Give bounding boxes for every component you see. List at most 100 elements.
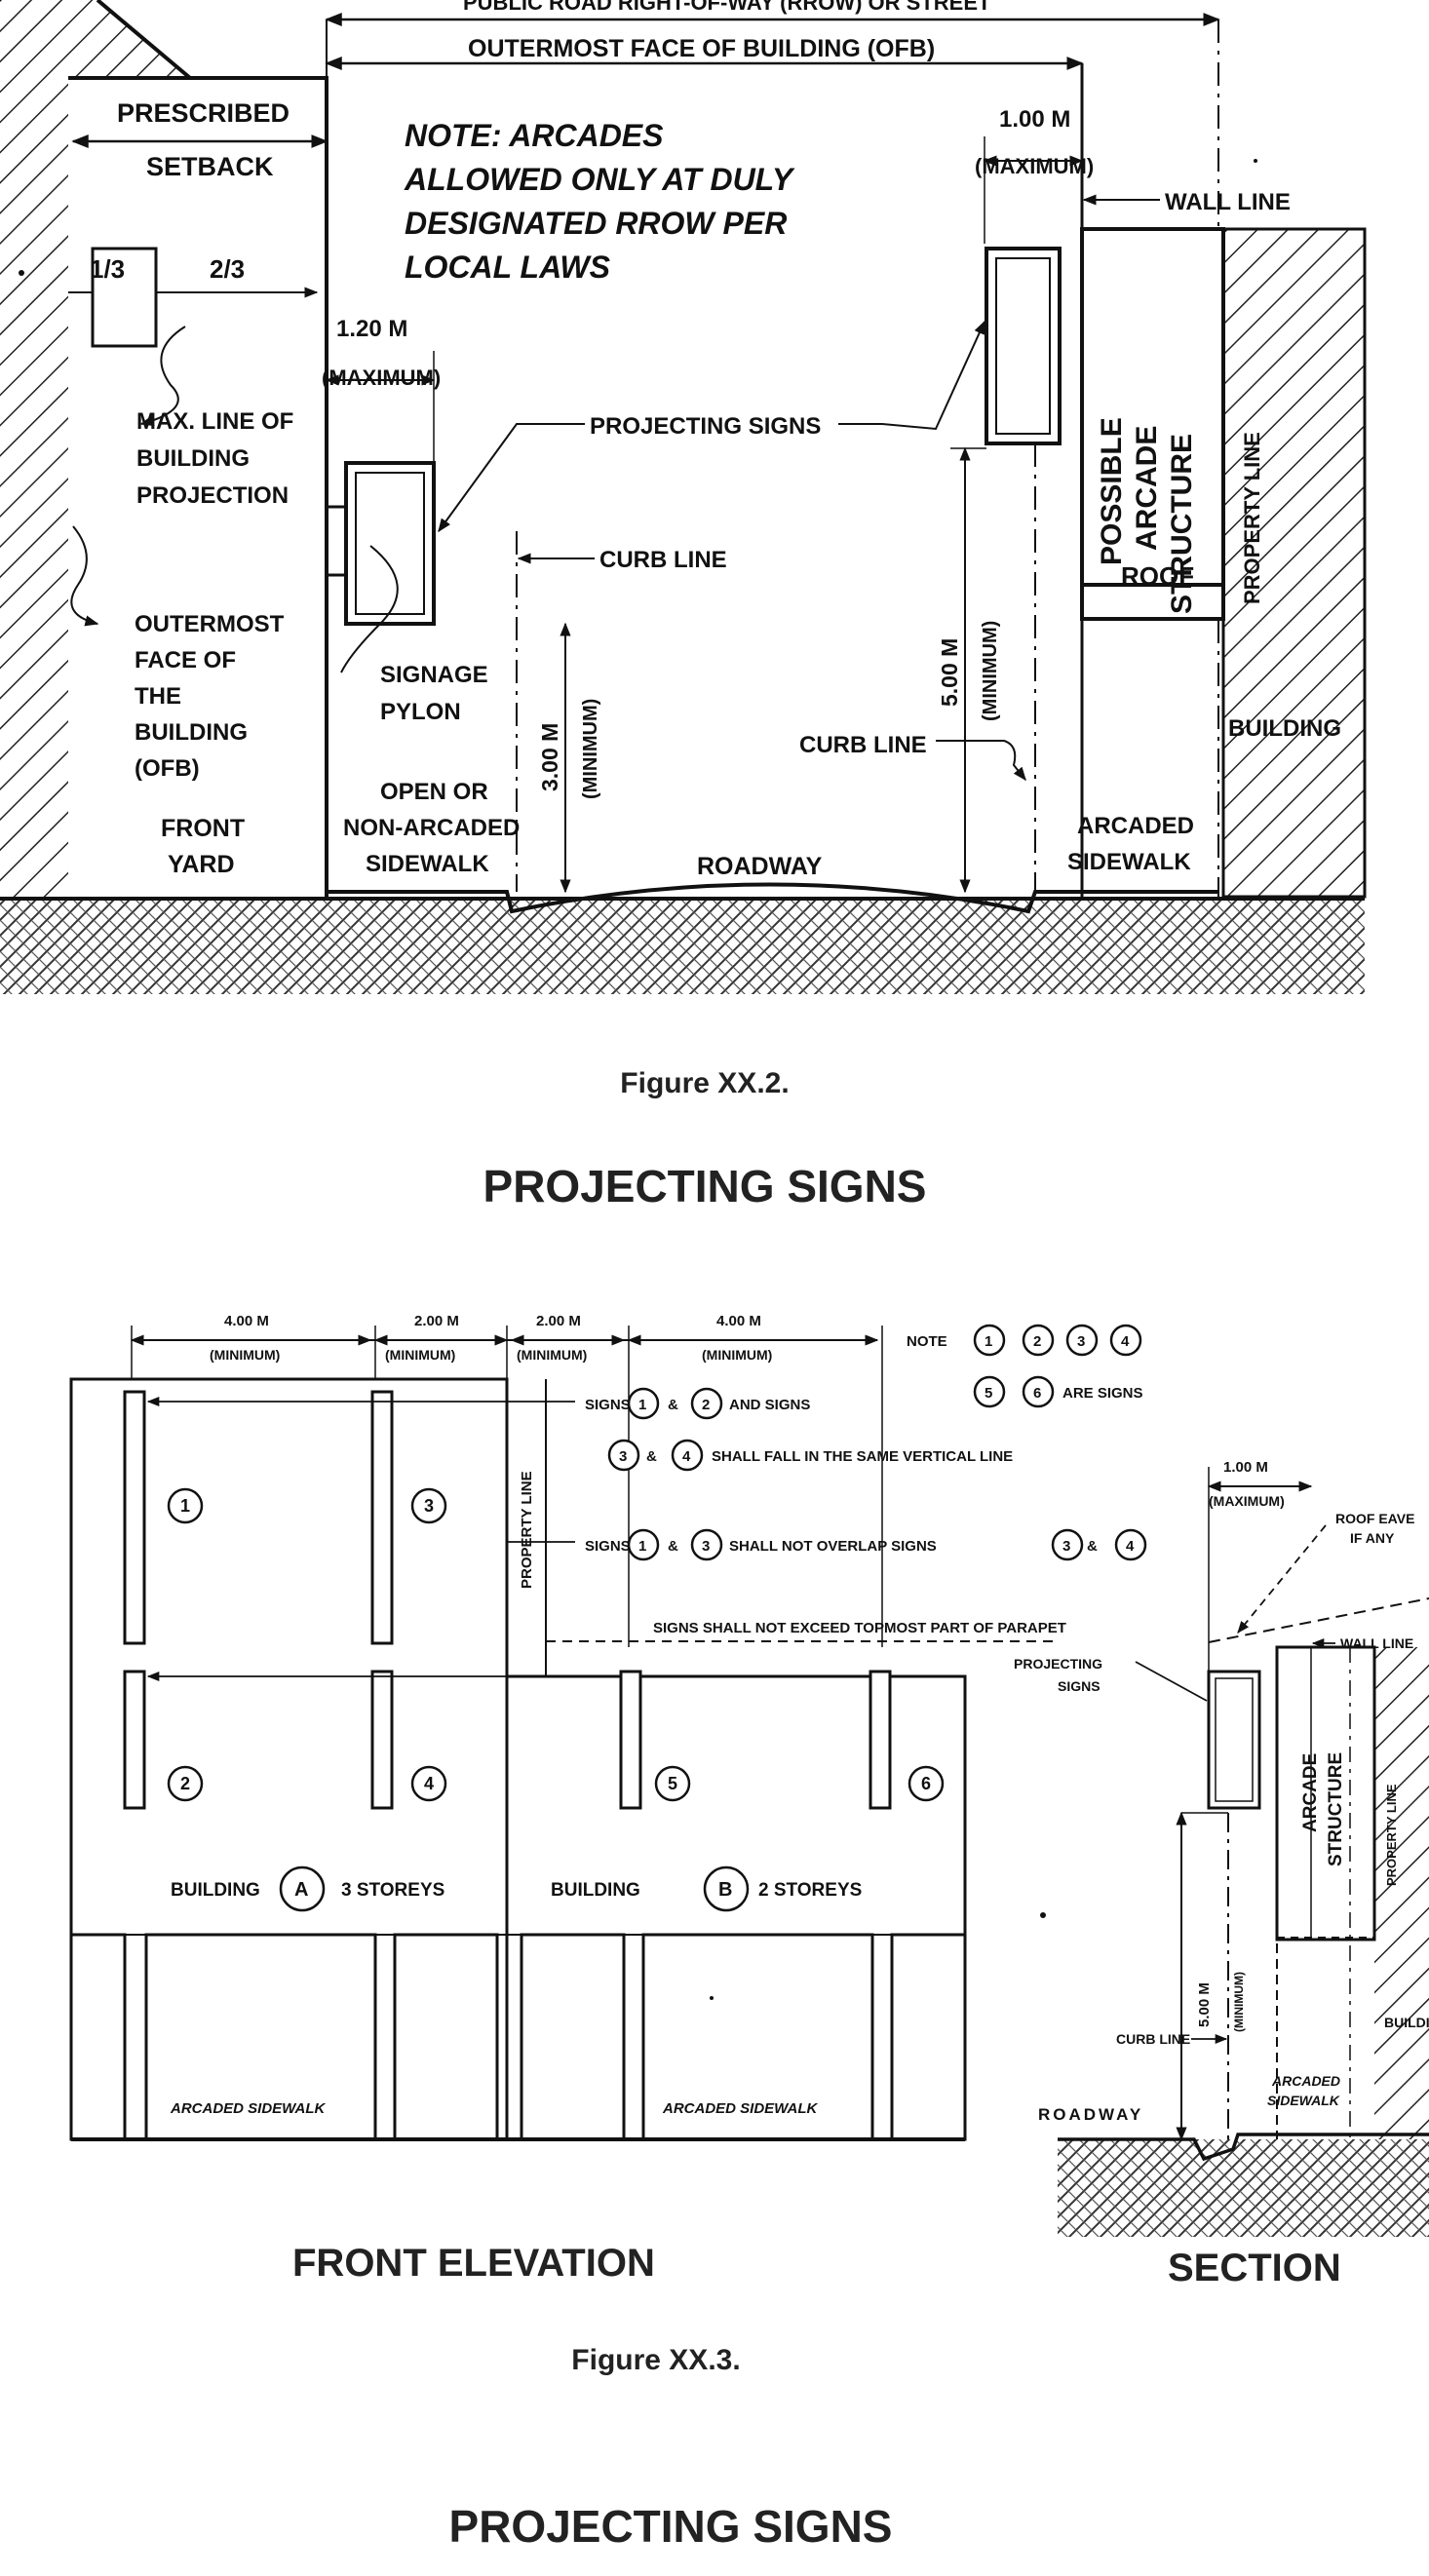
sign-number-circles [167, 1324, 1147, 1912]
section-arcade: ARCADE [1300, 1753, 1321, 1832]
rrow-label: PUBLIC ROAD RIGHT-OF-WAY (RROW) OR STREE… [463, 0, 991, 15]
note-line-3: DESIGNATED RROW PER [405, 206, 787, 241]
same-vertical: SHALL FALL IN THE SAME VERTICAL LINE [712, 1448, 1013, 1465]
section-structure: STRUCTURE [1326, 1752, 1346, 1866]
roof-eave: ROOF EAVE [1335, 1511, 1414, 1526]
max-line-1: MAX. LINE OF [136, 408, 293, 435]
ofb-left-1: OUTERMOST [135, 611, 285, 637]
section-arcaded: ARCADED [1271, 2073, 1340, 2089]
arcaded-2: SIDEWALK [1067, 849, 1191, 875]
section-signs: SIGNS [1058, 1678, 1101, 1694]
front-yard-1: FRONT [161, 815, 245, 842]
structure-label: STRUCTURE [1166, 434, 1198, 614]
arcade-openings [69, 1933, 967, 2141]
right-projecting-sign [985, 247, 1062, 445]
section-ground [1058, 2139, 1429, 2237]
rule3-amp-2: & [1087, 1538, 1098, 1555]
arcaded-1: ARCADED [1077, 813, 1194, 839]
section-property-line: PROPERTY LINE [1384, 1784, 1399, 1886]
dim-2: 2.00 M [414, 1313, 459, 1329]
min-3-sub: (MINIMUM) [580, 699, 601, 799]
note-num-5: 5 [985, 1385, 992, 1402]
wall-line-label: WALL LINE [1165, 189, 1291, 215]
rule1-amp: & [668, 1397, 678, 1413]
front-yard-2: YARD [168, 851, 235, 878]
building-a-letter: A [294, 1879, 308, 1901]
section-sign [1207, 1670, 1261, 1810]
ofb-left-4: BUILDING [135, 719, 248, 746]
figure-xx3-diagram: 4.00 M (MINIMUM) 2.00 M (MINIMUM) 2.00 M… [69, 1313, 1429, 2237]
sign-3-label: 3 [424, 1496, 434, 1516]
arcade-label: ARCADE [1131, 426, 1163, 551]
roof-eave-sub: IF ANY [1350, 1530, 1395, 1546]
rule2-amp: & [646, 1448, 657, 1465]
open-sidewalk-2: NON-ARCADED [343, 815, 520, 841]
signage-label: SIGNAGE [380, 662, 488, 688]
ofb-left-5: (OFB) [135, 755, 200, 782]
signs-bars [123, 1390, 892, 1810]
dim-4-sub: (MINIMUM) [702, 1347, 772, 1363]
rule1-num-a: 1 [638, 1397, 646, 1413]
rule3-num-d: 4 [1126, 1538, 1135, 1555]
section-curb-line: CURB LINE [1116, 2031, 1190, 2047]
figure-xx2-caption: Figure XX.2. [620, 1067, 790, 1099]
projecting-signs-label: PROJECTING SIGNS [590, 413, 821, 440]
note-num-4: 4 [1121, 1333, 1130, 1350]
section-sidewalk: SIDEWALK [1267, 2093, 1340, 2108]
rule3-num-a: 1 [638, 1538, 646, 1555]
building-b-word: BUILDING [551, 1880, 640, 1901]
front-elevation-caption: FRONT ELEVATION [292, 2242, 655, 2285]
curb-line-label-2: CURB LINE [799, 732, 927, 758]
dim-4: 4.00 M [716, 1313, 761, 1329]
left-building-hatch [0, 0, 190, 897]
figure-xx2-title: PROJECTING SIGNS [483, 1161, 927, 1211]
section-projecting: PROJECTING [1014, 1656, 1102, 1672]
ofb-top-label: OUTERMOST FACE OF BUILDING (OFB) [468, 35, 935, 62]
min-5-sub: (MINIMUM) [980, 621, 1001, 721]
figure-xx3-caption: Figure XX.3. [571, 2344, 741, 2376]
sign-6-label: 6 [921, 1774, 931, 1793]
one-third-label: 1/3 [90, 254, 125, 284]
and-signs: AND SIGNS [729, 1397, 810, 1413]
note-are-signs: ARE SIGNS [1062, 1385, 1143, 1402]
max-line-2: BUILDING [136, 445, 250, 472]
section-roadway: ROADWAY [1038, 2105, 1143, 2124]
max-line-3: PROJECTION [136, 482, 289, 509]
roof-label: ROOF [1121, 561, 1194, 591]
section-wall-line: WALL LINE [1340, 1635, 1413, 1651]
possible-label: POSSIBLE [1096, 417, 1128, 565]
sign-1-label: 1 [180, 1496, 190, 1516]
max-120-label: 1.20 M [336, 316, 407, 342]
section-max-1m-sub: (MAXIMUM) [1209, 1493, 1285, 1509]
dim-3: 2.00 M [536, 1313, 581, 1329]
projection-box [91, 247, 158, 348]
property-line-label: PROPERTY LINE [1240, 432, 1264, 604]
max-1m-label: 1.00 M [999, 106, 1070, 133]
rule3-amp: & [668, 1538, 678, 1555]
signs-word-2: SIGNS [585, 1538, 631, 1555]
note-line-2: ALLOWED ONLY AT DULY [404, 162, 795, 197]
open-sidewalk-3: SIDEWALK [366, 851, 489, 877]
figure-xx3-title: PROJECTING SIGNS [448, 2501, 893, 2552]
note-line-4: LOCAL LAWS [405, 250, 611, 285]
building-b-letter: B [718, 1879, 732, 1901]
figure-xx2-diagram: PUBLIC ROAD RIGHT-OF-WAY (RROW) OR STREE… [0, 0, 1367, 994]
ground-hatch [0, 899, 1365, 994]
pylon-label: PYLON [380, 699, 461, 725]
min-3-label: 3.00 M [537, 723, 562, 791]
section-building: BUILDING [1384, 2015, 1429, 2030]
dim-1: 4.00 M [224, 1313, 269, 1329]
arcade-structure [1080, 227, 1225, 621]
not-exceed: SIGNS SHALL NOT EXCEED TOPMOST PART OF P… [653, 1620, 1066, 1636]
building-a-storeys: 3 STOREYS [341, 1880, 444, 1901]
rule3-num-c: 3 [1062, 1538, 1070, 1555]
max-120-sub: (MAXIMUM) [322, 365, 441, 390]
prescribed-setback-label-2: SETBACK [146, 152, 274, 181]
sign-2-label: 2 [180, 1774, 190, 1793]
note-num-3: 3 [1077, 1333, 1085, 1350]
section-building-hatch [1374, 1647, 1429, 2139]
ofb-left-2: FACE OF [135, 647, 236, 673]
building-b-storeys: 2 STOREYS [758, 1880, 862, 1901]
two-third-label: 2/3 [210, 254, 245, 284]
